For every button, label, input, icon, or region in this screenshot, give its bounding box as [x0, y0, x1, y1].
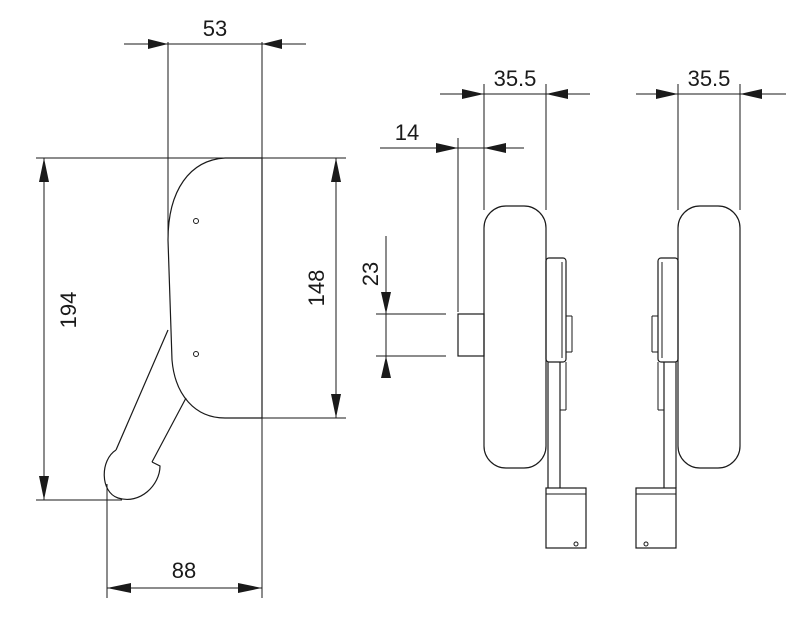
dim-bottom-width: 88 — [172, 558, 196, 583]
dim-top-width: 53 — [203, 16, 227, 41]
dim-overall-height: 194 — [56, 292, 81, 329]
dim-body-height: 148 — [304, 270, 329, 307]
lever-knob — [103, 449, 161, 500]
side-body-1 — [483, 205, 547, 469]
side-body-2 — [677, 205, 741, 469]
screw-dot-bottom — [193, 351, 199, 357]
side-view-2: 35.5 — [635, 66, 786, 549]
spindle — [457, 313, 485, 357]
lever-arm — [115, 329, 187, 463]
rosette-plate-1 — [545, 257, 567, 363]
front-view: 53 194 148 88 — [36, 16, 346, 598]
lever-end-1 — [545, 487, 587, 549]
side-view-1: 35.5 14 23 — [358, 66, 590, 549]
dim-side-depth-1: 35.5 — [494, 66, 537, 91]
handle-body-outline — [167, 157, 263, 419]
dim-spindle-size: 23 — [358, 262, 383, 286]
lever-end-2 — [635, 487, 677, 549]
rosette-plate-2 — [657, 257, 679, 363]
dim-side-depth-2: 35.5 — [688, 66, 731, 91]
screw-dot-top — [193, 218, 199, 224]
dim-spindle-length: 14 — [395, 120, 419, 145]
